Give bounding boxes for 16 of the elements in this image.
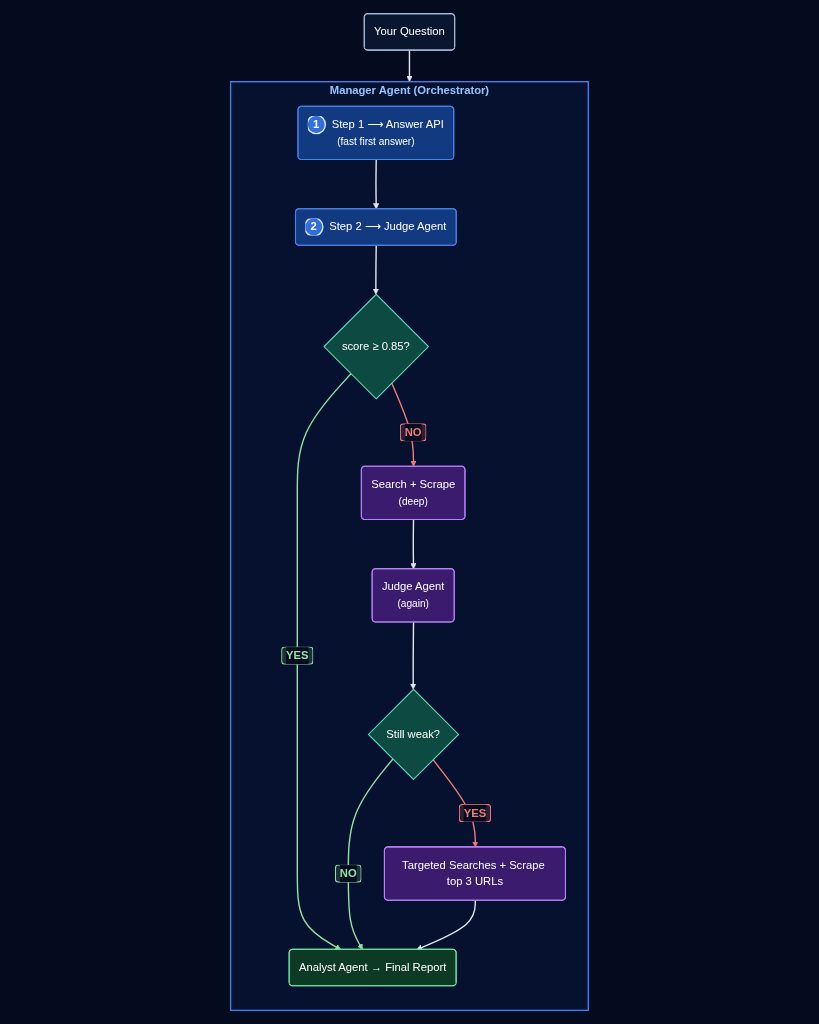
edge-label: NO	[404, 426, 422, 439]
arrow	[416, 899, 477, 951]
arrow	[296, 373, 352, 950]
node-diamond: Still weak?	[367, 688, 460, 781]
arrow	[391, 382, 417, 467]
arrow	[410, 519, 417, 570]
arrow	[410, 621, 417, 690]
arrow	[372, 244, 379, 295]
arrow	[347, 758, 394, 950]
edge-label: NO	[339, 867, 357, 880]
node-diamond: score ≥ 0.85?	[323, 293, 430, 400]
edge-label: YES	[463, 806, 487, 819]
arrow	[406, 49, 413, 82]
arrow	[432, 758, 479, 848]
arrow	[373, 159, 380, 210]
edge-label: YES	[286, 649, 309, 662]
